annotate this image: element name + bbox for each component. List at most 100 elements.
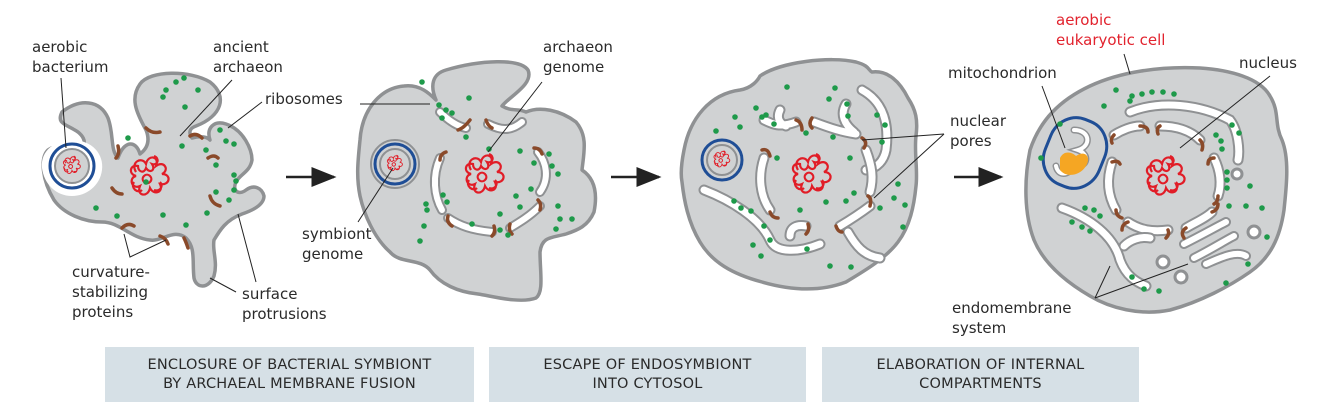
svg-text:bacterium: bacterium <box>32 58 109 76</box>
svg-text:ribosomes: ribosomes <box>265 90 343 108</box>
ribosome-dot <box>803 130 809 136</box>
ribosome-dot <box>213 162 219 168</box>
ribosome-dot <box>553 226 559 232</box>
ribosome-dot <box>195 87 201 93</box>
ribosome-dot <box>203 147 209 153</box>
ribosome-dot <box>436 102 442 108</box>
ribosome-dot <box>443 107 449 113</box>
ribosome-dot <box>1087 228 1093 234</box>
ribosomes <box>93 75 239 228</box>
stage1-caption-line1: ENCLOSURE OF BACTERIAL SYMBIONT <box>147 356 432 373</box>
ribosome-dot <box>439 115 445 121</box>
ribosome-dot <box>513 193 519 199</box>
ribosome-dot <box>797 207 803 213</box>
ribosome-dot <box>1082 205 1088 211</box>
ribosome-dot <box>845 113 851 119</box>
ribosome-dot <box>891 195 897 201</box>
ribosome-dot <box>569 216 575 222</box>
bacterium-outer-membrane <box>373 142 417 186</box>
ribosome-dot <box>874 112 880 118</box>
ribosome-dot <box>851 190 857 196</box>
ribosome-dot <box>517 148 523 154</box>
ribosome-dot <box>848 264 854 270</box>
svg-text:ancient: ancient <box>213 38 269 56</box>
ribosome-dot <box>444 199 450 205</box>
ribosome-dot <box>1226 203 1232 209</box>
label-curvature-stabilizing-proteins: curvature- stabilizing proteins <box>72 233 167 321</box>
ribosome-dot <box>732 114 738 120</box>
ribosome-dot <box>1129 274 1135 280</box>
ribosome-dot <box>505 232 511 238</box>
ribosomes <box>1038 87 1270 294</box>
ribosomes <box>713 84 908 270</box>
stage2-pores <box>438 118 544 238</box>
ribosome-dot <box>731 198 737 204</box>
stage4-eukaryotic-cell <box>1024 65 1289 314</box>
stage2-caption-line1: ESCAPE OF ENDOSYMBIONT <box>543 356 752 373</box>
ribosome-dot <box>173 79 179 85</box>
ribosome-dot <box>1091 207 1097 213</box>
svg-text:protrusions: protrusions <box>242 305 327 323</box>
label-archaeon-genome: archaeon genome <box>487 38 613 153</box>
ribosome-dot <box>1160 89 1166 95</box>
stage2-membrane <box>355 60 598 302</box>
svg-text:archaeon: archaeon <box>543 38 613 56</box>
ribosome-dot <box>832 85 838 91</box>
ribosome-dot <box>1224 177 1230 183</box>
mitochondrial-genome-icon <box>1060 152 1089 175</box>
svg-text:eukaryotic cell: eukaryotic cell <box>1056 31 1165 49</box>
ribosome-dot <box>847 155 853 161</box>
svg-text:symbiont: symbiont <box>302 225 372 243</box>
ribosome-dot <box>183 222 189 228</box>
ribosome-dot <box>774 155 780 161</box>
ribosome-dot <box>160 94 166 100</box>
stage1-caption-line2: BY ARCHAEAL MEMBRANE FUSION <box>163 375 416 392</box>
ribosome-dot <box>424 207 430 213</box>
stage1-caption: ENCLOSURE OF BACTERIAL SYMBIONT BY ARCHA… <box>105 347 474 402</box>
ribosome-dot <box>1229 122 1235 128</box>
ribosome-dot <box>1223 280 1229 286</box>
ribosome-dot <box>1149 89 1155 95</box>
ribosome-dot <box>753 105 759 111</box>
ribosome-dot <box>900 224 906 230</box>
ribosome-dot <box>771 121 777 127</box>
ribosome-dot <box>182 104 188 110</box>
ribosomes <box>417 79 575 244</box>
ribosome-dot <box>882 122 888 128</box>
svg-text:mitochondrion: mitochondrion <box>948 64 1057 82</box>
ribosome-dot <box>93 205 99 211</box>
svg-text:pores: pores <box>950 132 992 150</box>
nuclear-pores <box>1109 124 1220 240</box>
ribosome-dot <box>417 238 423 244</box>
ribosome-dot <box>160 212 166 218</box>
ribosome-dot <box>1129 93 1135 99</box>
svg-text:proteins: proteins <box>72 303 133 321</box>
ribosome-dot <box>231 187 237 193</box>
ribosome-dot <box>466 95 472 101</box>
ribosome-dot <box>1097 213 1103 219</box>
ribosome-dot <box>877 205 883 211</box>
ribosome-dot <box>748 208 754 214</box>
label-ribosomes: ribosomes <box>227 90 343 129</box>
ribosome-dot <box>826 96 832 102</box>
stage3-caption: ELABORATION OF INTERNAL COMPARTMENTS <box>822 347 1139 402</box>
ribosome-dot <box>421 223 427 229</box>
label-symbiont-genome: symbiont genome <box>302 167 394 263</box>
ribosome-dot <box>1038 155 1044 161</box>
svg-text:surface: surface <box>242 285 297 303</box>
svg-text:aerobic: aerobic <box>1056 11 1111 29</box>
ribosome-dot <box>1264 234 1270 240</box>
label-endomembrane-system: endomembrane system <box>952 263 1189 337</box>
ribosome-dot <box>531 160 537 166</box>
ribosome-dot <box>843 198 849 204</box>
stage2-caption: ESCAPE OF ENDOSYMBIONT INTO CYTOSOL <box>489 347 806 402</box>
ribosome-dot <box>114 213 120 219</box>
ribosome-dot <box>750 242 756 248</box>
svg-text:nuclear: nuclear <box>950 112 1007 130</box>
ribosome-dot <box>827 263 833 269</box>
ribosome-dot <box>1079 224 1085 230</box>
ribosome-dot <box>758 253 764 259</box>
svg-text:archaeon: archaeon <box>213 58 283 76</box>
stage2-caption-line2: INTO CYTOSOL <box>592 375 703 392</box>
